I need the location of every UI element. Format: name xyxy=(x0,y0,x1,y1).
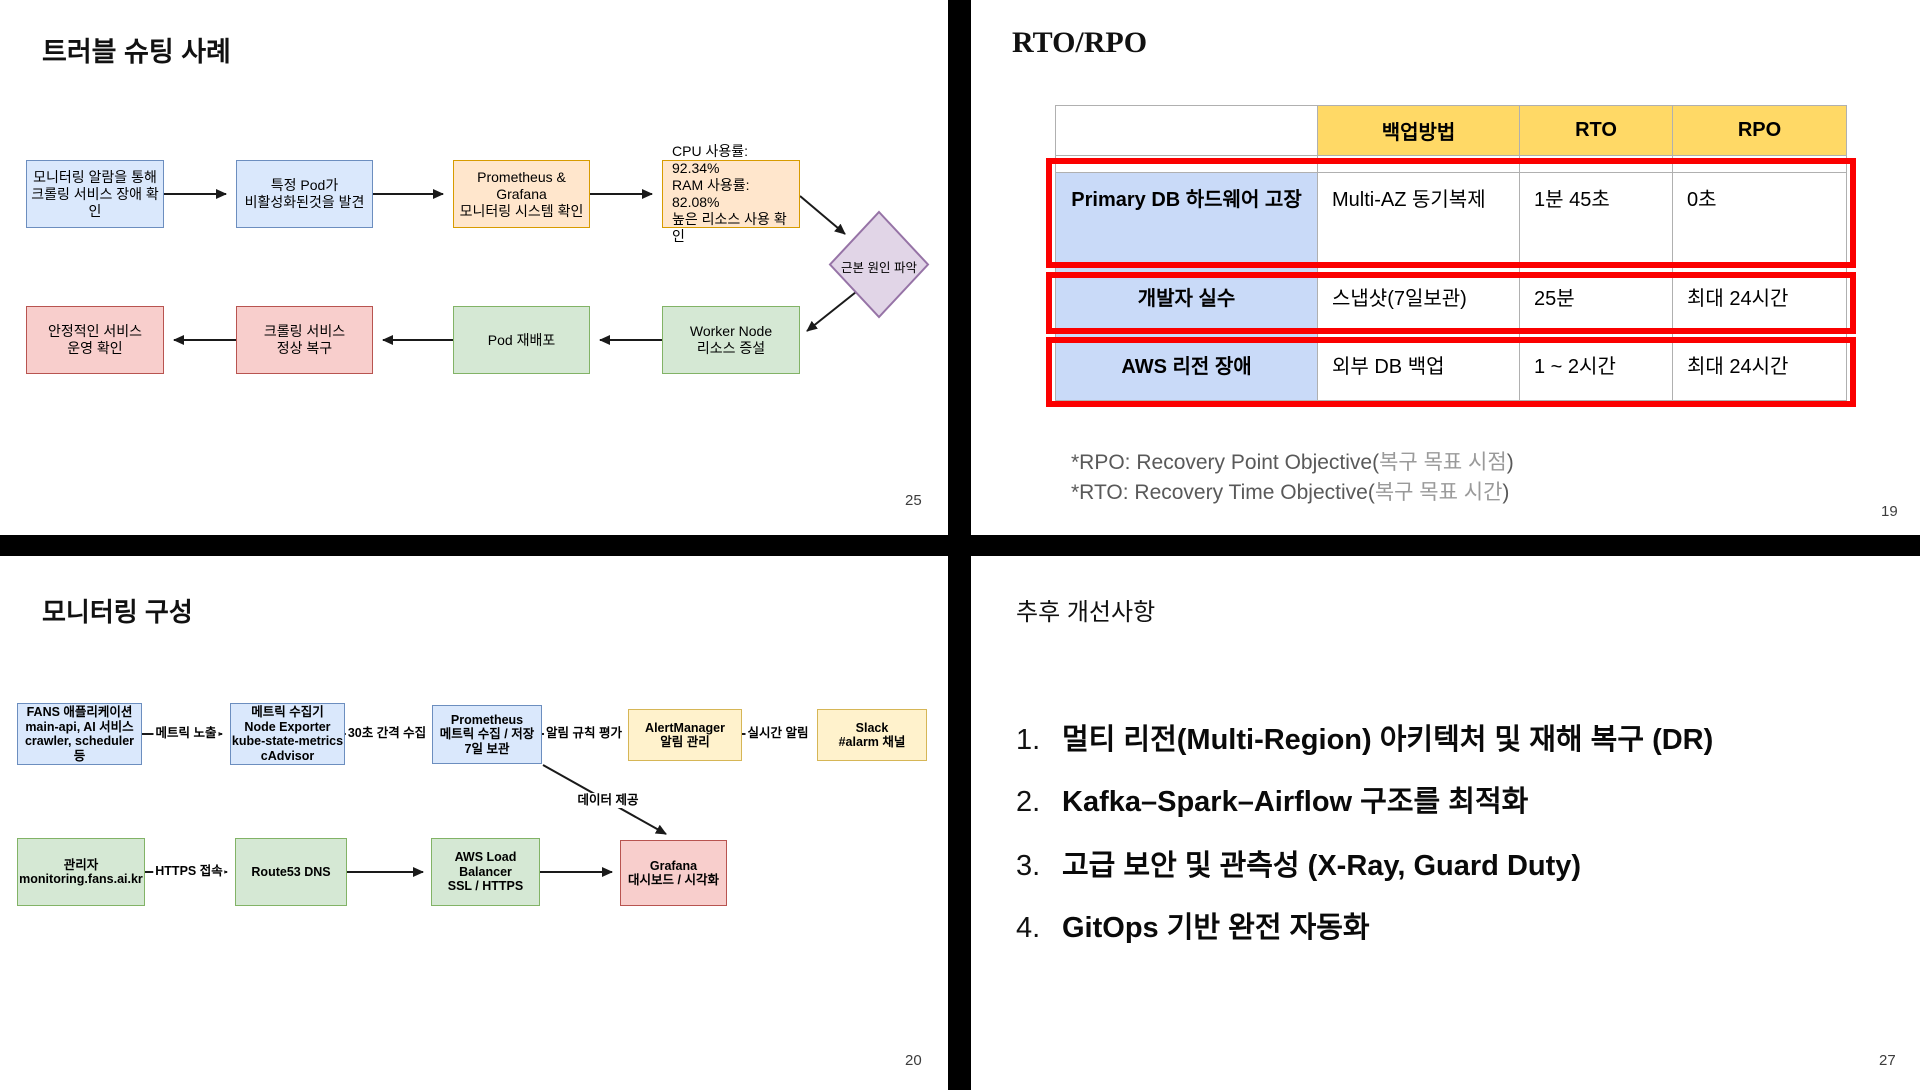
footnote-text: ) xyxy=(1506,451,1514,474)
edge-label-metric-expose: 메트릭 노출 xyxy=(153,726,219,741)
list-item: 4. GitOps 기반 완전 자동화 xyxy=(1016,911,1370,945)
list-item-number: 1. xyxy=(1016,724,1041,756)
list-item-text: Kafka–Spark–Airflow 구조를 최적화 xyxy=(1062,786,1529,818)
flow-box-admin: 관리자 monitoring.fans.ai.kr xyxy=(17,838,145,906)
table-header-row: 백업방법 RTO RPO xyxy=(1055,105,1847,156)
page-number: 25 xyxy=(905,492,922,509)
slide-rto-rpo: RTO/RPO 백업방법 RTO RPO Primary DB 하드웨어 고장 … xyxy=(971,0,1920,535)
flow-box-prometheus: Prometheus 메트릭 수집 / 저장 7일 보관 xyxy=(432,705,542,764)
flow-box-fans-app: FANS 애플리케이션 main-api, AI 서비스 crawler, sc… xyxy=(17,703,142,765)
highlight-box-row2 xyxy=(1046,272,1856,334)
horizontal-divider xyxy=(0,535,1920,556)
decision-label: 근본 원인 파악 xyxy=(841,261,917,275)
flow-box-stable-service: 안정적인 서비스 운영 확인 xyxy=(26,306,164,374)
flow-box-grafana: Grafana 대시보드 / 시각화 xyxy=(620,840,727,906)
list-item-text: 고급 보안 및 관측성 (X-Ray, Guard Duty) xyxy=(1062,850,1582,882)
list-item: 1. 멀티 리전(Multi-Region) 아키텍처 및 재해 복구 (DR) xyxy=(1016,723,1713,757)
page-title: 트러블 슈팅 사례 xyxy=(42,37,231,67)
header-blank xyxy=(1055,105,1318,156)
header-rto: RTO xyxy=(1519,105,1673,156)
list-item: 2. Kafka–Spark–Airflow 구조를 최적화 xyxy=(1016,785,1528,819)
slide-troubleshooting: 트러블 슈팅 사례 모니터링 알람을 통해 크롤링 서비스 장애 확인 특정 P… xyxy=(0,0,948,535)
cell-rpo: 0초 xyxy=(1672,172,1847,264)
page-title: 추후 개선사항 xyxy=(1016,599,1156,626)
flow-box-metric-collectors: 메트릭 수집기 Node Exporter kube-state-metrics… xyxy=(230,703,345,765)
edge-label-data-provide: 데이터 제공 xyxy=(575,793,641,808)
flow-box-alertmanager: AlertManager 알림 관리 xyxy=(628,709,742,761)
flow-box-pod-redeploy: Pod 재배포 xyxy=(453,306,590,374)
footnote-korean: 복구 목표 시간 xyxy=(1374,481,1503,504)
list-item-number: 3. xyxy=(1016,850,1041,882)
flow-box-route53: Route53 DNS xyxy=(235,838,347,906)
highlight-box-row1 xyxy=(1046,158,1856,268)
flow-box-aws-load-balancer: AWS Load Balancer SSL / HTTPS xyxy=(431,838,540,906)
footnote-text: *RPO: Recovery Point Objective( xyxy=(1071,451,1380,474)
page-number: 19 xyxy=(1881,503,1898,520)
highlight-box-row3 xyxy=(1046,337,1856,407)
list-item-number: 2. xyxy=(1016,786,1041,818)
flow-box-pod-inactive: 특정 Pod가 비활성화된것을 발견 xyxy=(236,160,373,228)
list-item-text: 멀티 리전(Multi-Region) 아키텍처 및 재해 복구 (DR) xyxy=(1062,724,1714,756)
page-title: RTO/RPO xyxy=(1012,26,1148,59)
list-item-text: GitOps 기반 완전 자동화 xyxy=(1062,912,1370,944)
footnote-korean: 복구 목표 시점 xyxy=(1379,451,1507,474)
flow-box-monitoring-alert: 모니터링 알람을 통해 크롤링 서비스 장애 확인 xyxy=(26,160,164,228)
flow-box-cpu-ram-usage: CPU 사용률: 92.34% RAM 사용률: 82.08% 높은 리소스 사… xyxy=(662,143,800,244)
page-number: 27 xyxy=(1879,1052,1896,1069)
flow-box-crawling-recovered: 크롤링 서비스 정상 복구 xyxy=(236,306,373,374)
row-label: Primary DB 하드웨어 고장 xyxy=(1055,172,1318,264)
list-item-number: 4. xyxy=(1016,912,1041,944)
header-backup-method: 백업방법 xyxy=(1317,105,1520,156)
edge-label-https-access: HTTPS 접속 xyxy=(153,864,225,879)
edge-label-alert-rule-eval: 알림 규칙 평가 xyxy=(544,726,624,741)
edge-label-realtime-alert: 실시간 알림 xyxy=(745,726,811,741)
flow-arrows xyxy=(142,729,810,877)
edge-label-30s-scrape: 30초 간격 수집 xyxy=(345,726,429,741)
footnote-rpo: *RPO: Recovery Point Objective(복구 목표 시점) xyxy=(1071,448,1514,478)
slide-monitoring: 모니터링 구성 FANS 애플리케이션 main-api, AI 서비스 cra… xyxy=(0,556,948,1090)
footnote-rto: *RTO: Recovery Time Objective(복구 목표 시간) xyxy=(1071,478,1509,508)
flow-arrows xyxy=(164,189,930,345)
flow-box-worker-node-scale: Worker Node 리소스 증설 xyxy=(662,306,800,374)
flow-box-slack: Slack #alarm 채널 xyxy=(817,709,927,761)
flow-box-prometheus-grafana: Prometheus & Grafana 모니터링 시스템 확인 xyxy=(453,160,590,228)
list-item: 3. 고급 보안 및 관측성 (X-Ray, Guard Duty) xyxy=(1016,849,1581,883)
slide-improvements: 추후 개선사항 1. 멀티 리전(Multi-Region) 아키텍처 및 재해 … xyxy=(971,556,1920,1090)
footnote-text: ) xyxy=(1502,481,1510,504)
page-title: 모니터링 구성 xyxy=(42,597,193,627)
page-number: 20 xyxy=(905,1052,922,1069)
header-rpo: RPO xyxy=(1672,105,1847,156)
footnote-text: *RTO: Recovery Time Objective( xyxy=(1071,481,1375,504)
